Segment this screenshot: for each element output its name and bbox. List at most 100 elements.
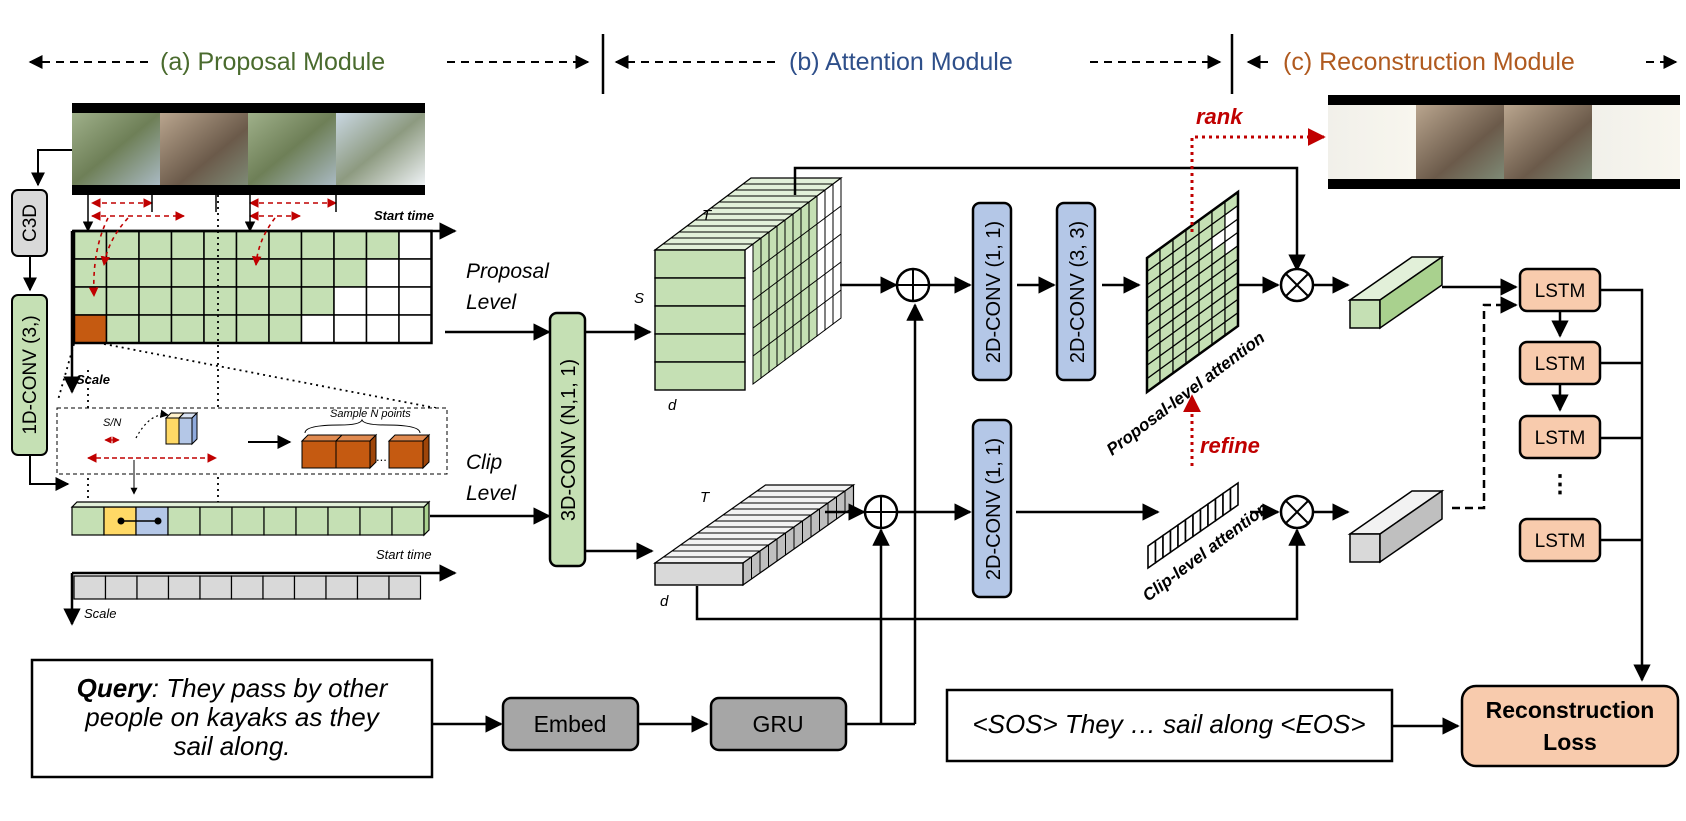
lstm-label: LSTM <box>1535 281 1586 302</box>
tensor-side-line <box>760 343 770 351</box>
gray-cell <box>325 575 359 600</box>
scale-label-top: Scale <box>76 372 110 387</box>
clip-attention-cell <box>1154 533 1164 565</box>
conv2d-block-1: 2D-CONV (1, 1) <box>971 201 1013 382</box>
tensor-side-line <box>760 315 770 323</box>
grid-cell <box>170 314 205 344</box>
tensor-side-line <box>808 223 818 231</box>
tensor-side-slab <box>800 201 810 349</box>
start-time-label-top: Start time <box>374 208 434 223</box>
sampling-arrows <box>88 198 337 297</box>
query-line1: Query: They pass by other <box>77 673 389 703</box>
tensor-side-line <box>832 205 842 213</box>
grid-cell <box>398 286 433 316</box>
grid-cell <box>138 230 173 260</box>
grid-cell <box>300 286 335 316</box>
attention-connections <box>695 166 1350 724</box>
grid-cell <box>170 258 205 288</box>
lstm-cell-1: LSTM <box>1518 267 1602 313</box>
clip-attention-cell <box>1147 539 1157 570</box>
attention-border <box>1145 189 1240 395</box>
tensor-side-line <box>752 293 762 301</box>
clip-cell <box>263 506 297 536</box>
grid-cell <box>203 314 238 344</box>
grid-cell <box>235 258 270 288</box>
tensor-side-slab <box>832 177 842 325</box>
grid-cell <box>365 230 400 260</box>
clip-level-line1: Clip <box>466 451 502 474</box>
tensor-side-line <box>776 303 786 311</box>
lstm-label: LSTM <box>1535 354 1586 375</box>
tensor-side-line <box>800 257 810 265</box>
clip-attention-cell <box>1214 491 1224 523</box>
clip-cell <box>295 506 329 536</box>
tensor-side-line <box>832 289 842 297</box>
tensor-side-line <box>800 229 810 237</box>
clip-cell <box>231 506 265 536</box>
tensor-side-line <box>808 307 818 315</box>
grid-cell <box>170 286 205 316</box>
gru-block: GRU <box>709 696 848 752</box>
tensor-side-line <box>808 279 818 287</box>
tensor-side-line <box>752 349 762 357</box>
gray-cell <box>199 575 233 600</box>
lstm-label: LSTM <box>1535 428 1586 449</box>
clip-attention-cell <box>1207 497 1217 528</box>
grid-cell <box>138 258 173 288</box>
tensor-side-line <box>768 253 778 261</box>
tensor-side-line <box>792 235 802 243</box>
grid-cell <box>268 286 303 316</box>
tensor-side-line <box>768 309 778 317</box>
tensor-side-line <box>824 211 834 219</box>
grid-cell <box>73 258 108 288</box>
proposal-map-grid <box>72 229 433 345</box>
input-video-strip <box>72 103 425 195</box>
tensor-side-line <box>776 331 786 339</box>
gray-cell <box>388 575 422 600</box>
clip-bar-side <box>423 500 430 537</box>
grid-cell <box>203 258 238 288</box>
header-reconstruction: (c) Reconstruction Module <box>1283 48 1575 76</box>
tensor-front-row <box>654 277 746 307</box>
tensor-side-line <box>776 275 786 283</box>
grid-cell <box>268 230 303 260</box>
c3d-label: C3D <box>20 204 41 242</box>
grid-cell <box>235 230 270 260</box>
rank-label: rank <box>1196 104 1244 129</box>
proposal-attention-map <box>1145 189 1240 395</box>
tensor-side-line <box>792 263 802 271</box>
bottom-tensor-front <box>654 562 744 586</box>
query-line3: sail along. <box>173 731 290 761</box>
grid-cell <box>333 286 368 316</box>
tensor-side-line <box>824 239 834 247</box>
ranked-video-strip <box>1328 95 1680 189</box>
header-proposal: (a) Proposal Module <box>160 48 385 76</box>
tensor-side-slab <box>808 195 818 343</box>
conv1d-label: 1D-CONV (3,) <box>20 315 41 434</box>
query-box: Query: They pass by other people on kaya… <box>30 658 434 779</box>
embed-label: Embed <box>534 711 607 737</box>
tensor-side-line <box>816 301 826 309</box>
conv3d-label: 3D-CONV (N,1, 1) <box>558 359 580 521</box>
gray-cell <box>136 575 170 600</box>
grid-cell <box>105 258 140 288</box>
grid-cell <box>268 258 303 288</box>
tensor-side-slab <box>752 237 762 385</box>
lstm-connections <box>1442 278 1651 682</box>
clip-attention-cell <box>1162 528 1172 560</box>
grid-cell <box>138 286 173 316</box>
conv1d-block: 1D-CONV (3,) <box>11 294 70 491</box>
grid-cell <box>398 314 433 344</box>
clip-cell <box>359 506 393 536</box>
clip-cell <box>391 506 425 536</box>
grid-cell <box>333 258 368 288</box>
grid-axes: Start time Scale <box>63 208 457 394</box>
clip-feature-bar <box>70 500 431 537</box>
tensor-top-t: T <box>702 207 713 224</box>
sampled-blocks: ... <box>300 433 431 470</box>
sample-points-label: Sample N points <box>330 408 411 420</box>
header-attention: (b) Attention Module <box>789 48 1013 76</box>
tensor-side-line <box>832 261 842 269</box>
times-circle-icon <box>1279 267 1315 303</box>
query-line2: people on kayaks as they <box>84 702 380 732</box>
